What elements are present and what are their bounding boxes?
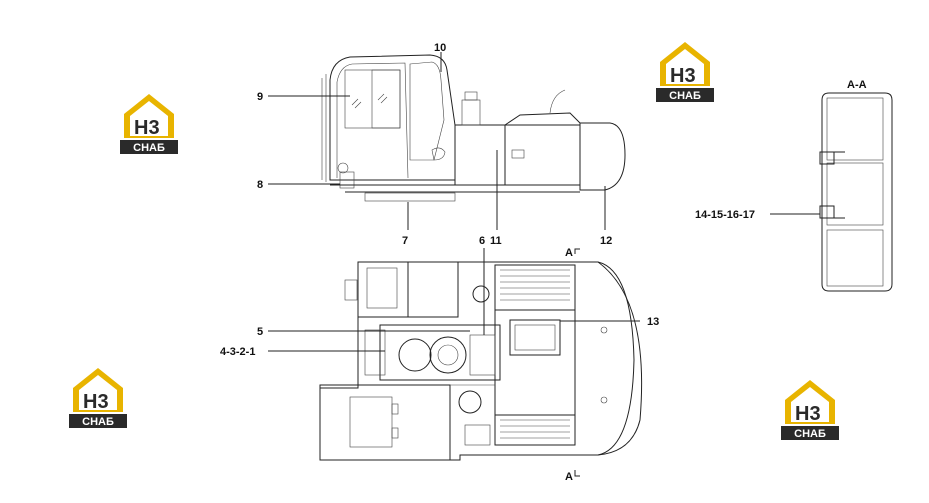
section-title: A-A <box>847 79 867 91</box>
callout-10: 10 <box>434 42 446 54</box>
callout-8: 8 <box>257 179 263 191</box>
svg-text:H3: H3 <box>795 403 821 425</box>
svg-text:СНАБ: СНАБ <box>794 428 826 440</box>
watermark-logo: H3 СНАБ <box>67 366 129 432</box>
svg-text:H3: H3 <box>670 65 696 87</box>
callout-7: 7 <box>402 235 408 247</box>
callout-14-15-16-17: 14-15-16-17 <box>695 209 755 221</box>
watermark-logo: H3 СНАБ <box>779 378 841 444</box>
svg-text:СНАБ: СНАБ <box>82 416 114 428</box>
watermark-logo: H3 СНАБ <box>118 92 180 158</box>
callout-11: 11 <box>490 235 502 247</box>
section-mark-top: A <box>565 247 573 259</box>
callout-6: 6 <box>479 235 485 247</box>
svg-text:СНАБ: СНАБ <box>133 142 165 154</box>
section-mark-bottom: A <box>565 471 573 483</box>
excavator-top-view <box>319 261 643 461</box>
callout-4-3-2-1: 4-3-2-1 <box>220 346 255 358</box>
watermark-logo: H3 СНАБ <box>654 40 716 106</box>
callout-12: 12 <box>600 235 612 247</box>
callout-13: 13 <box>647 316 659 328</box>
section-aa-view <box>819 92 893 292</box>
excavator-side-view <box>321 54 626 202</box>
callout-9: 9 <box>257 91 263 103</box>
svg-text:H3: H3 <box>134 117 160 139</box>
svg-text:СНАБ: СНАБ <box>669 90 701 102</box>
callout-5: 5 <box>257 326 263 338</box>
leader-lines <box>268 52 820 477</box>
svg-text:H3: H3 <box>83 391 109 413</box>
